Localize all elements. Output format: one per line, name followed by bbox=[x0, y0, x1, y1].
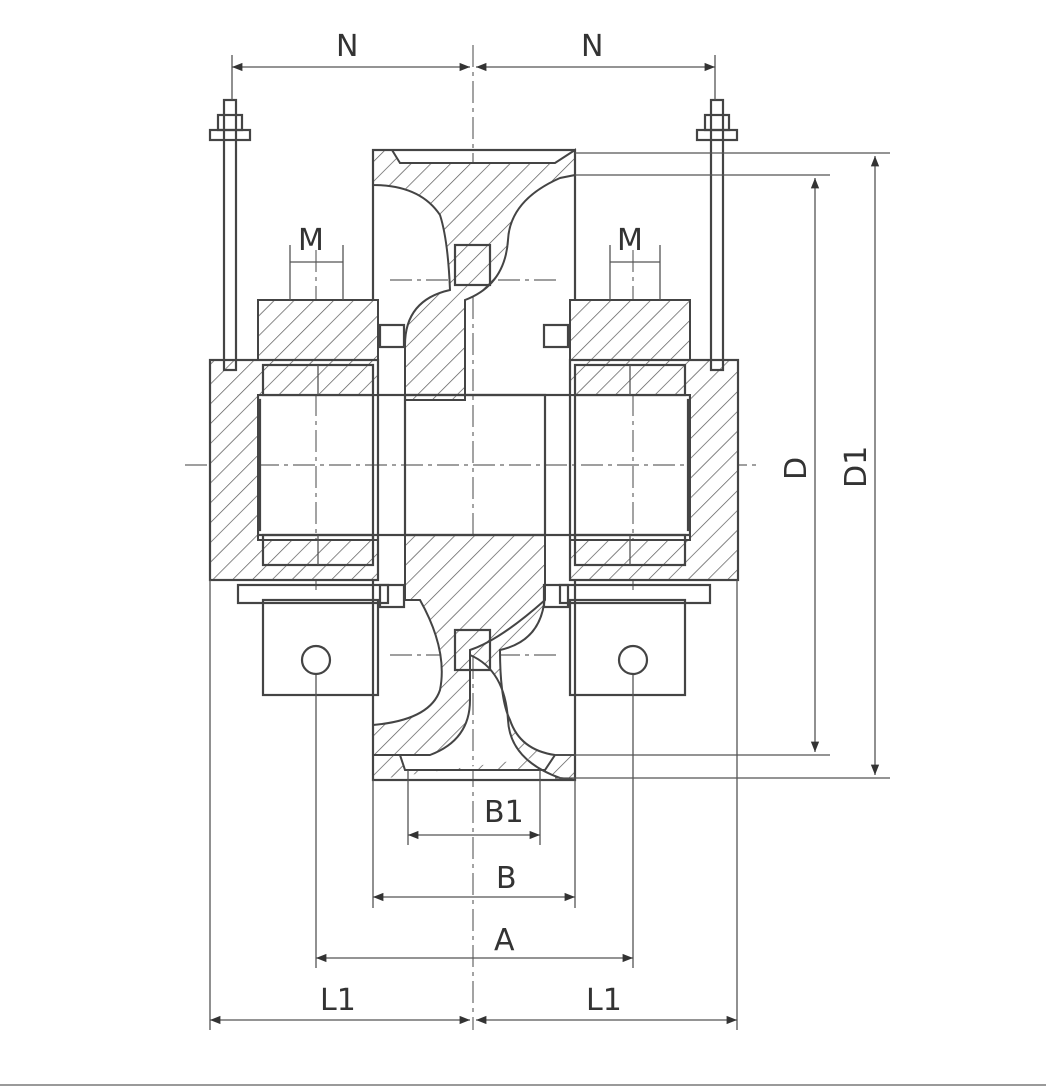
label-n-right: N bbox=[581, 29, 603, 64]
label-l1-right: L1 bbox=[586, 983, 622, 1018]
label-m-right: M bbox=[617, 223, 643, 258]
label-a: A bbox=[494, 923, 515, 958]
label-d: D bbox=[779, 457, 814, 480]
bottom-divider bbox=[0, 1084, 1046, 1086]
right-bearing-housing bbox=[542, 299, 740, 697]
label-b: B bbox=[496, 861, 517, 896]
label-d1: D1 bbox=[839, 446, 874, 488]
dimension-lines bbox=[209, 55, 890, 1030]
label-m-left: M bbox=[298, 223, 324, 258]
label-l1-left: L1 bbox=[320, 983, 356, 1018]
label-n-left: N bbox=[336, 29, 358, 64]
label-b1: B1 bbox=[484, 795, 524, 830]
left-bearing-housing bbox=[208, 299, 406, 697]
tie-bolts bbox=[208, 98, 739, 372]
